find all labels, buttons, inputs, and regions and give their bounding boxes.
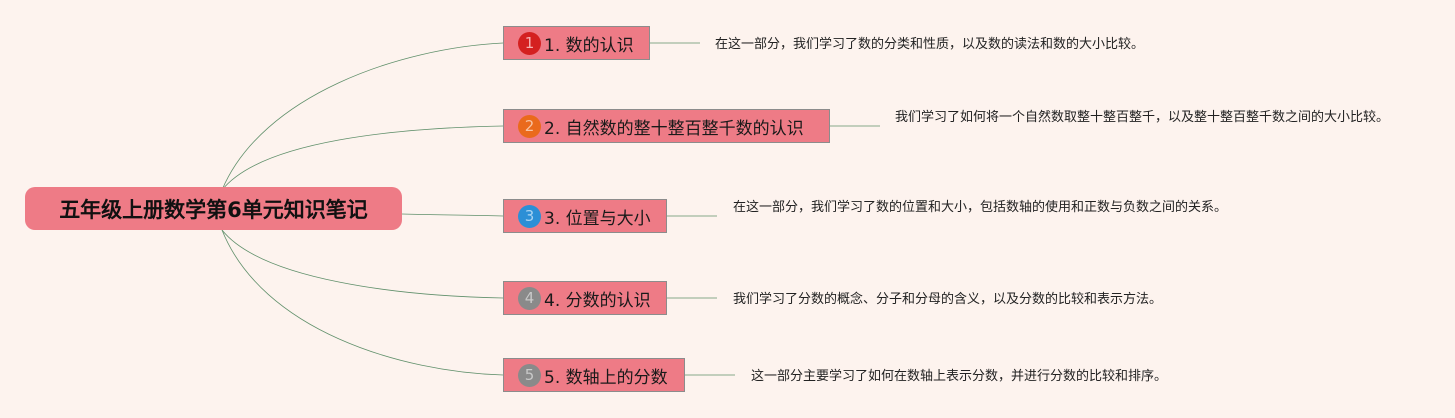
branch-label: 3. 位置与大小 bbox=[544, 208, 651, 229]
branch-description-1[interactable]: 在这一部分，我们学习了数的分类和性质，以及数的读法和数的大小比较。 bbox=[715, 37, 1145, 52]
branch-description-4[interactable]: 我们学习了分数的概念、分子和分母的含义，以及分数的比较和表示方法。 bbox=[733, 292, 1163, 307]
root-link-5 bbox=[221, 229, 504, 376]
root-title: 五年级上册数学第6单元知识笔记 bbox=[59, 197, 368, 222]
root-link-2 bbox=[221, 125, 504, 191]
branch-label: 5. 数轴上的分数 bbox=[544, 367, 668, 388]
root-link-4 bbox=[221, 229, 504, 299]
branch-label: 2. 自然数的整十整百整千数的认识 bbox=[544, 118, 804, 139]
root-link-1 bbox=[221, 42, 504, 191]
branch-label: 1. 数的认识 bbox=[544, 35, 634, 56]
root-topic[interactable]: 五年级上册数学第6单元知识笔记 bbox=[25, 187, 402, 230]
branch-topic-1[interactable]: 1 1. 数的认识 bbox=[503, 26, 650, 60]
branch-label: 4. 分数的认识 bbox=[544, 290, 651, 311]
branch-description-3[interactable]: 在这一部分，我们学习了数的位置和大小，包括数轴的使用和正数与负数之间的关系。 bbox=[733, 200, 1228, 215]
number-badge-icon: 2 bbox=[518, 114, 541, 138]
number-badge-icon: 4 bbox=[518, 286, 541, 310]
number-badge-icon: 5 bbox=[518, 363, 541, 387]
number-badge-icon: 3 bbox=[518, 204, 541, 228]
branch-topic-5[interactable]: 5 5. 数轴上的分数 bbox=[503, 358, 685, 392]
branch-topic-2[interactable]: 2 2. 自然数的整十整百整千数的认识 bbox=[503, 109, 830, 143]
branch-description-2[interactable]: 我们学习了如何将一个自然数取整十整百整千，以及整十整百整千数之间的大小比较。 bbox=[895, 110, 1390, 125]
number-badge-icon: 1 bbox=[518, 31, 541, 55]
root-link-3 bbox=[401, 213, 504, 217]
branch-topic-4[interactable]: 4 4. 分数的认识 bbox=[503, 281, 667, 315]
branch-topic-3[interactable]: 3 3. 位置与大小 bbox=[503, 199, 667, 233]
branch-description-5[interactable]: 这一部分主要学习了如何在数轴上表示分数，并进行分数的比较和排序。 bbox=[751, 369, 1168, 384]
